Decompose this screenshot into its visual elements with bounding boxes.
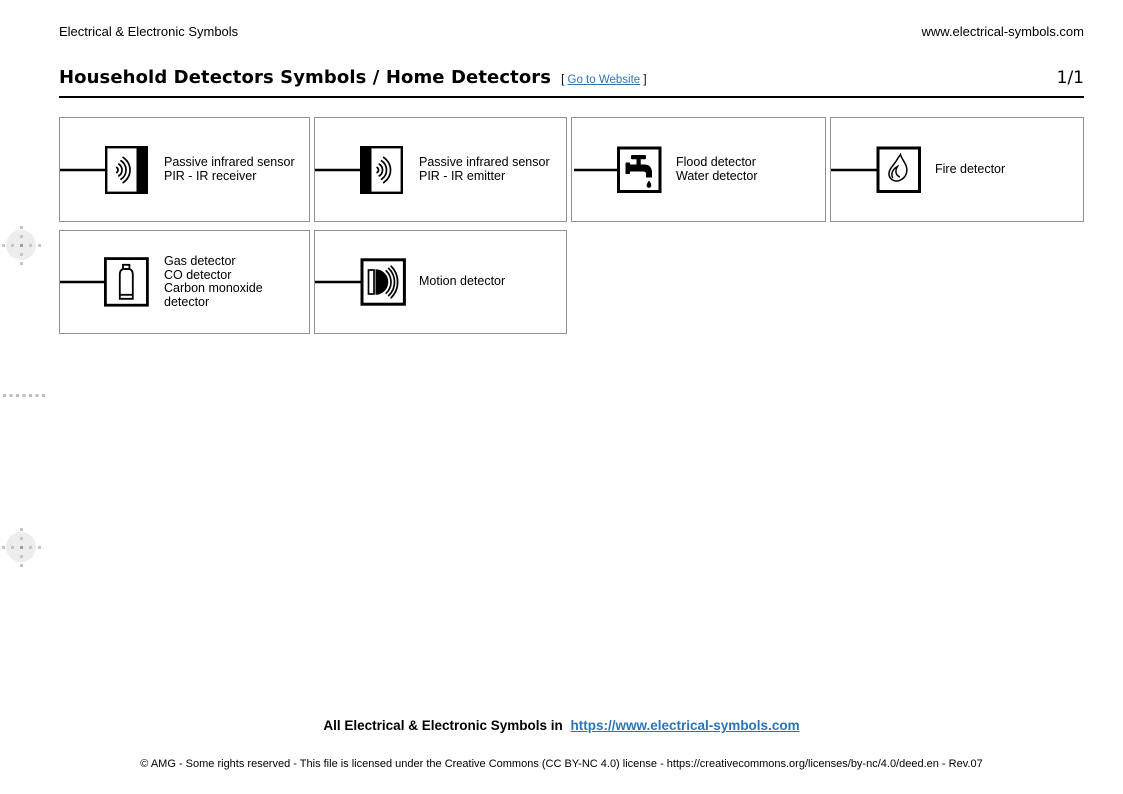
label-line: Carbon monoxide xyxy=(164,281,263,295)
site-name: Electrical & Electronic Symbols xyxy=(59,24,239,39)
label-line: Passive infrared sensor xyxy=(419,155,550,169)
pir-receiver-symbol-icon xyxy=(60,145,148,194)
footer-site-link[interactable]: https://www.electrical-symbols.com xyxy=(570,718,800,733)
crosshair-dots xyxy=(19,243,23,247)
title-divider xyxy=(59,96,1084,98)
flame-symbol-icon xyxy=(831,146,921,193)
faucet-symbol-icon xyxy=(574,146,662,193)
pir-emitter-symbol-icon xyxy=(315,145,403,194)
footer-promo: All Electrical & Electronic Symbols in h… xyxy=(0,718,1123,733)
symbol-label: Passive infrared sensor PIR - IR receive… xyxy=(164,155,295,183)
symbol-label: Passive infrared sensor PIR - IR emitter xyxy=(419,155,550,183)
gas-cylinder-symbol-icon xyxy=(60,257,149,307)
label-line: PIR - IR receiver xyxy=(164,168,257,183)
symbol-card-gas-detector: Gas detector CO detector Carbon monoxide… xyxy=(59,230,310,334)
label-line: CO detector xyxy=(164,267,232,282)
symbol-label: Motion detector xyxy=(419,275,505,289)
symbol-card-motion-detector: Motion detector xyxy=(314,230,567,334)
footer-license: © AMG - Some rights reserved - This file… xyxy=(140,758,983,770)
title-bar: Household Detectors Symbols / Home Detec… xyxy=(59,67,1084,88)
label-line: Motion detector xyxy=(419,274,506,289)
label-line: Water detector xyxy=(676,168,758,183)
page-title: Household Detectors Symbols / Home Detec… xyxy=(59,67,552,88)
motion-waves-symbol-icon xyxy=(315,258,406,306)
symbol-grid: Passive infrared sensor PIR - IR receive… xyxy=(59,117,1084,334)
site-url-text: www.electrical-symbols.com xyxy=(921,24,1084,39)
label-line: Fire detector xyxy=(935,161,1006,176)
go-to-website-link[interactable]: Go to Website xyxy=(567,74,641,86)
symbol-label: Flood detector Water detector xyxy=(676,155,758,183)
symbol-card-pir-ir-emitter: Passive infrared sensor PIR - IR emitter xyxy=(314,117,567,222)
bracket-close: ] xyxy=(643,74,647,86)
symbol-label: Fire detector xyxy=(935,161,1006,177)
symbol-label: Gas detector CO detector Carbon monoxide… xyxy=(164,254,263,309)
label-line: Flood detector xyxy=(676,155,756,169)
label-line: detector xyxy=(164,294,210,309)
footer-promo-text: All Electrical & Electronic Symbols in xyxy=(323,718,563,733)
dotted-row-artifact xyxy=(3,394,6,397)
label-line: Passive infrared sensor xyxy=(164,155,295,169)
label-line: Gas detector xyxy=(164,254,236,268)
label-line: PIR - IR emitter xyxy=(419,168,506,183)
crosshair-dots xyxy=(19,545,23,549)
bracket-open: [ xyxy=(561,74,565,86)
symbol-card-pir-ir-receiver: Passive infrared sensor PIR - IR receive… xyxy=(59,117,310,222)
symbol-card-flood-detector: Flood detector Water detector xyxy=(571,117,826,222)
go-to-website: [ Go to Website ] xyxy=(561,74,646,86)
page-number: 1/1 xyxy=(1056,68,1084,88)
symbol-card-fire-detector: Fire detector xyxy=(830,117,1084,222)
